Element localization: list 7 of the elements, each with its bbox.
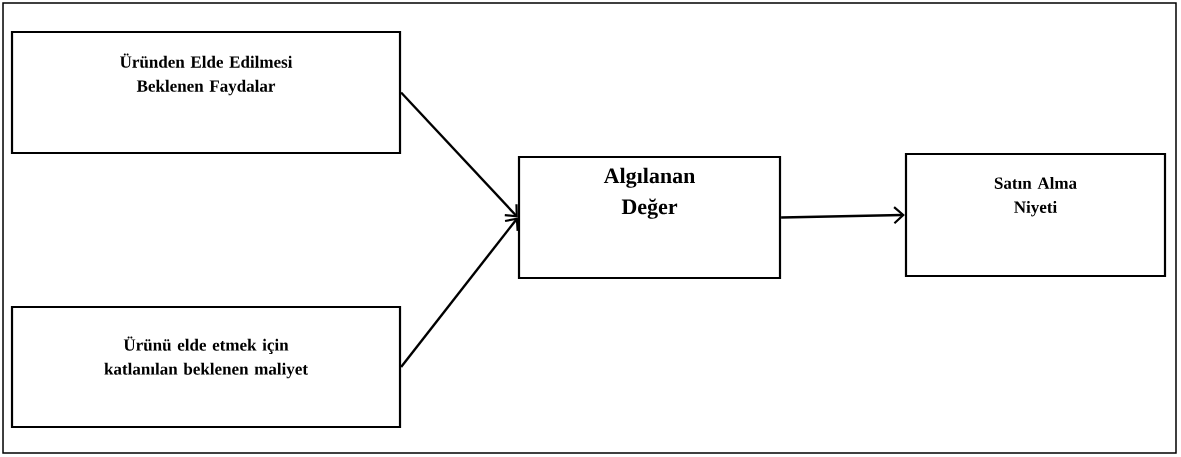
- process-box: Üründen Elde Edilmesi Beklenen Faydalar: [10, 30, 402, 155]
- process-box: Algılanan Değer: [517, 155, 782, 280]
- process-box: Ürünü elde etmek için katlanılan beklenen maliyet: [10, 305, 402, 429]
- arrow: [400, 217, 519, 368]
- arrow: [400, 91, 518, 218]
- arrow: [781, 206, 905, 224]
- process-box: Satın Alma Niyeti: [904, 152, 1167, 278]
